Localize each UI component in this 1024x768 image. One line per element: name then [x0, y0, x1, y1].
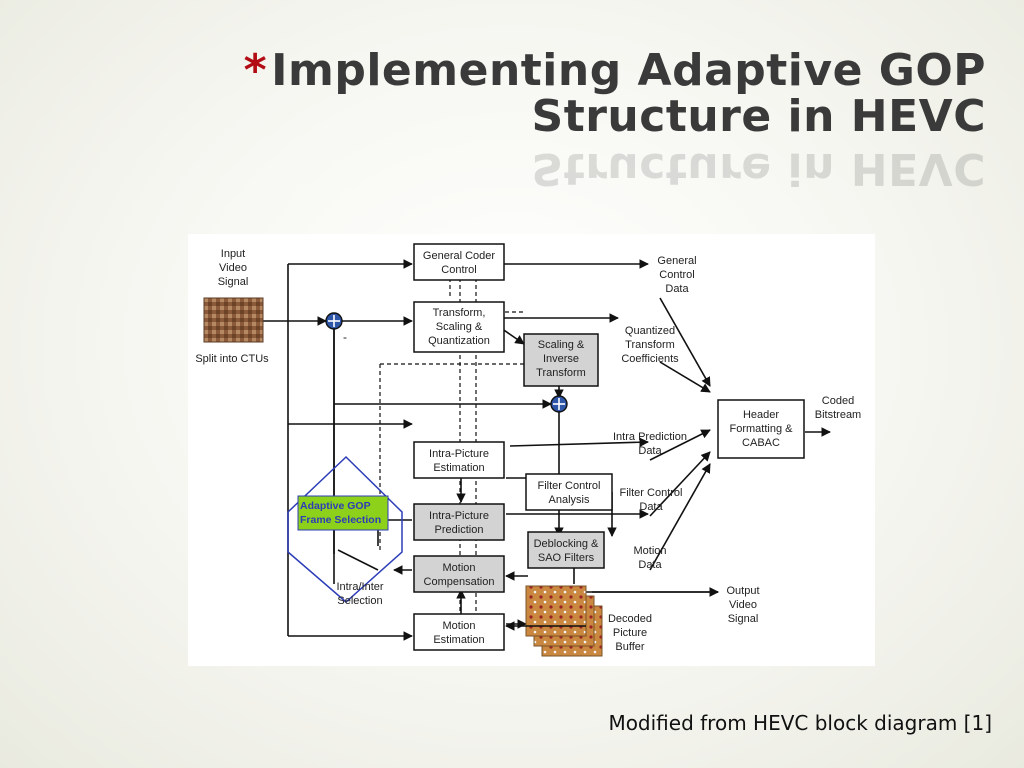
title-text-1: Implementing Adaptive GOP: [271, 45, 986, 96]
block-scaling-inverse-transform: [523, 333, 599, 387]
adaptive-gop-hexagon: [287, 455, 403, 603]
adder-reconstruct: [550, 395, 568, 413]
block-deblocking-sao: [527, 531, 605, 569]
label-split-into-ctus: Split into CTUs: [195, 353, 269, 365]
block-intra-picture-estimation: [413, 441, 505, 479]
decoded-picture-buffer-image: [525, 585, 603, 657]
block-motion-estimation: [413, 613, 505, 651]
label-deblocking-sao: Deblocking &SAO Filters: [534, 538, 599, 564]
block-filter-control-analysis: [525, 473, 613, 511]
title-line-2: Structure in HEVC: [531, 91, 986, 142]
input-frame-image: [203, 297, 264, 343]
block-intra-picture-prediction: [413, 503, 505, 541]
block-header-formatting-cabac: [717, 399, 805, 459]
slide-title: *Implementing Adaptive GOP Structure in …: [166, 48, 986, 140]
minus-sign: -: [343, 330, 347, 344]
adder-subtract: [325, 312, 343, 330]
block-transform-scaling-quantization: [413, 301, 505, 353]
block-general-coder-control: [413, 243, 505, 281]
block-motion-compensation: [413, 555, 505, 593]
title-bullet: *: [243, 45, 268, 96]
slide-caption: Modified from HEVC block diagram [1]: [608, 711, 992, 735]
title-reflection-text: Structure in HEVC: [531, 143, 987, 191]
adaptive-gop-box: [297, 495, 389, 531]
title-line-1: *Implementing Adaptive GOP: [166, 48, 986, 94]
label-transform-scaling-quantization: Transform,Scaling &Quantization: [428, 307, 490, 347]
title-reflection: Structure in HEVC: [166, 141, 987, 191]
